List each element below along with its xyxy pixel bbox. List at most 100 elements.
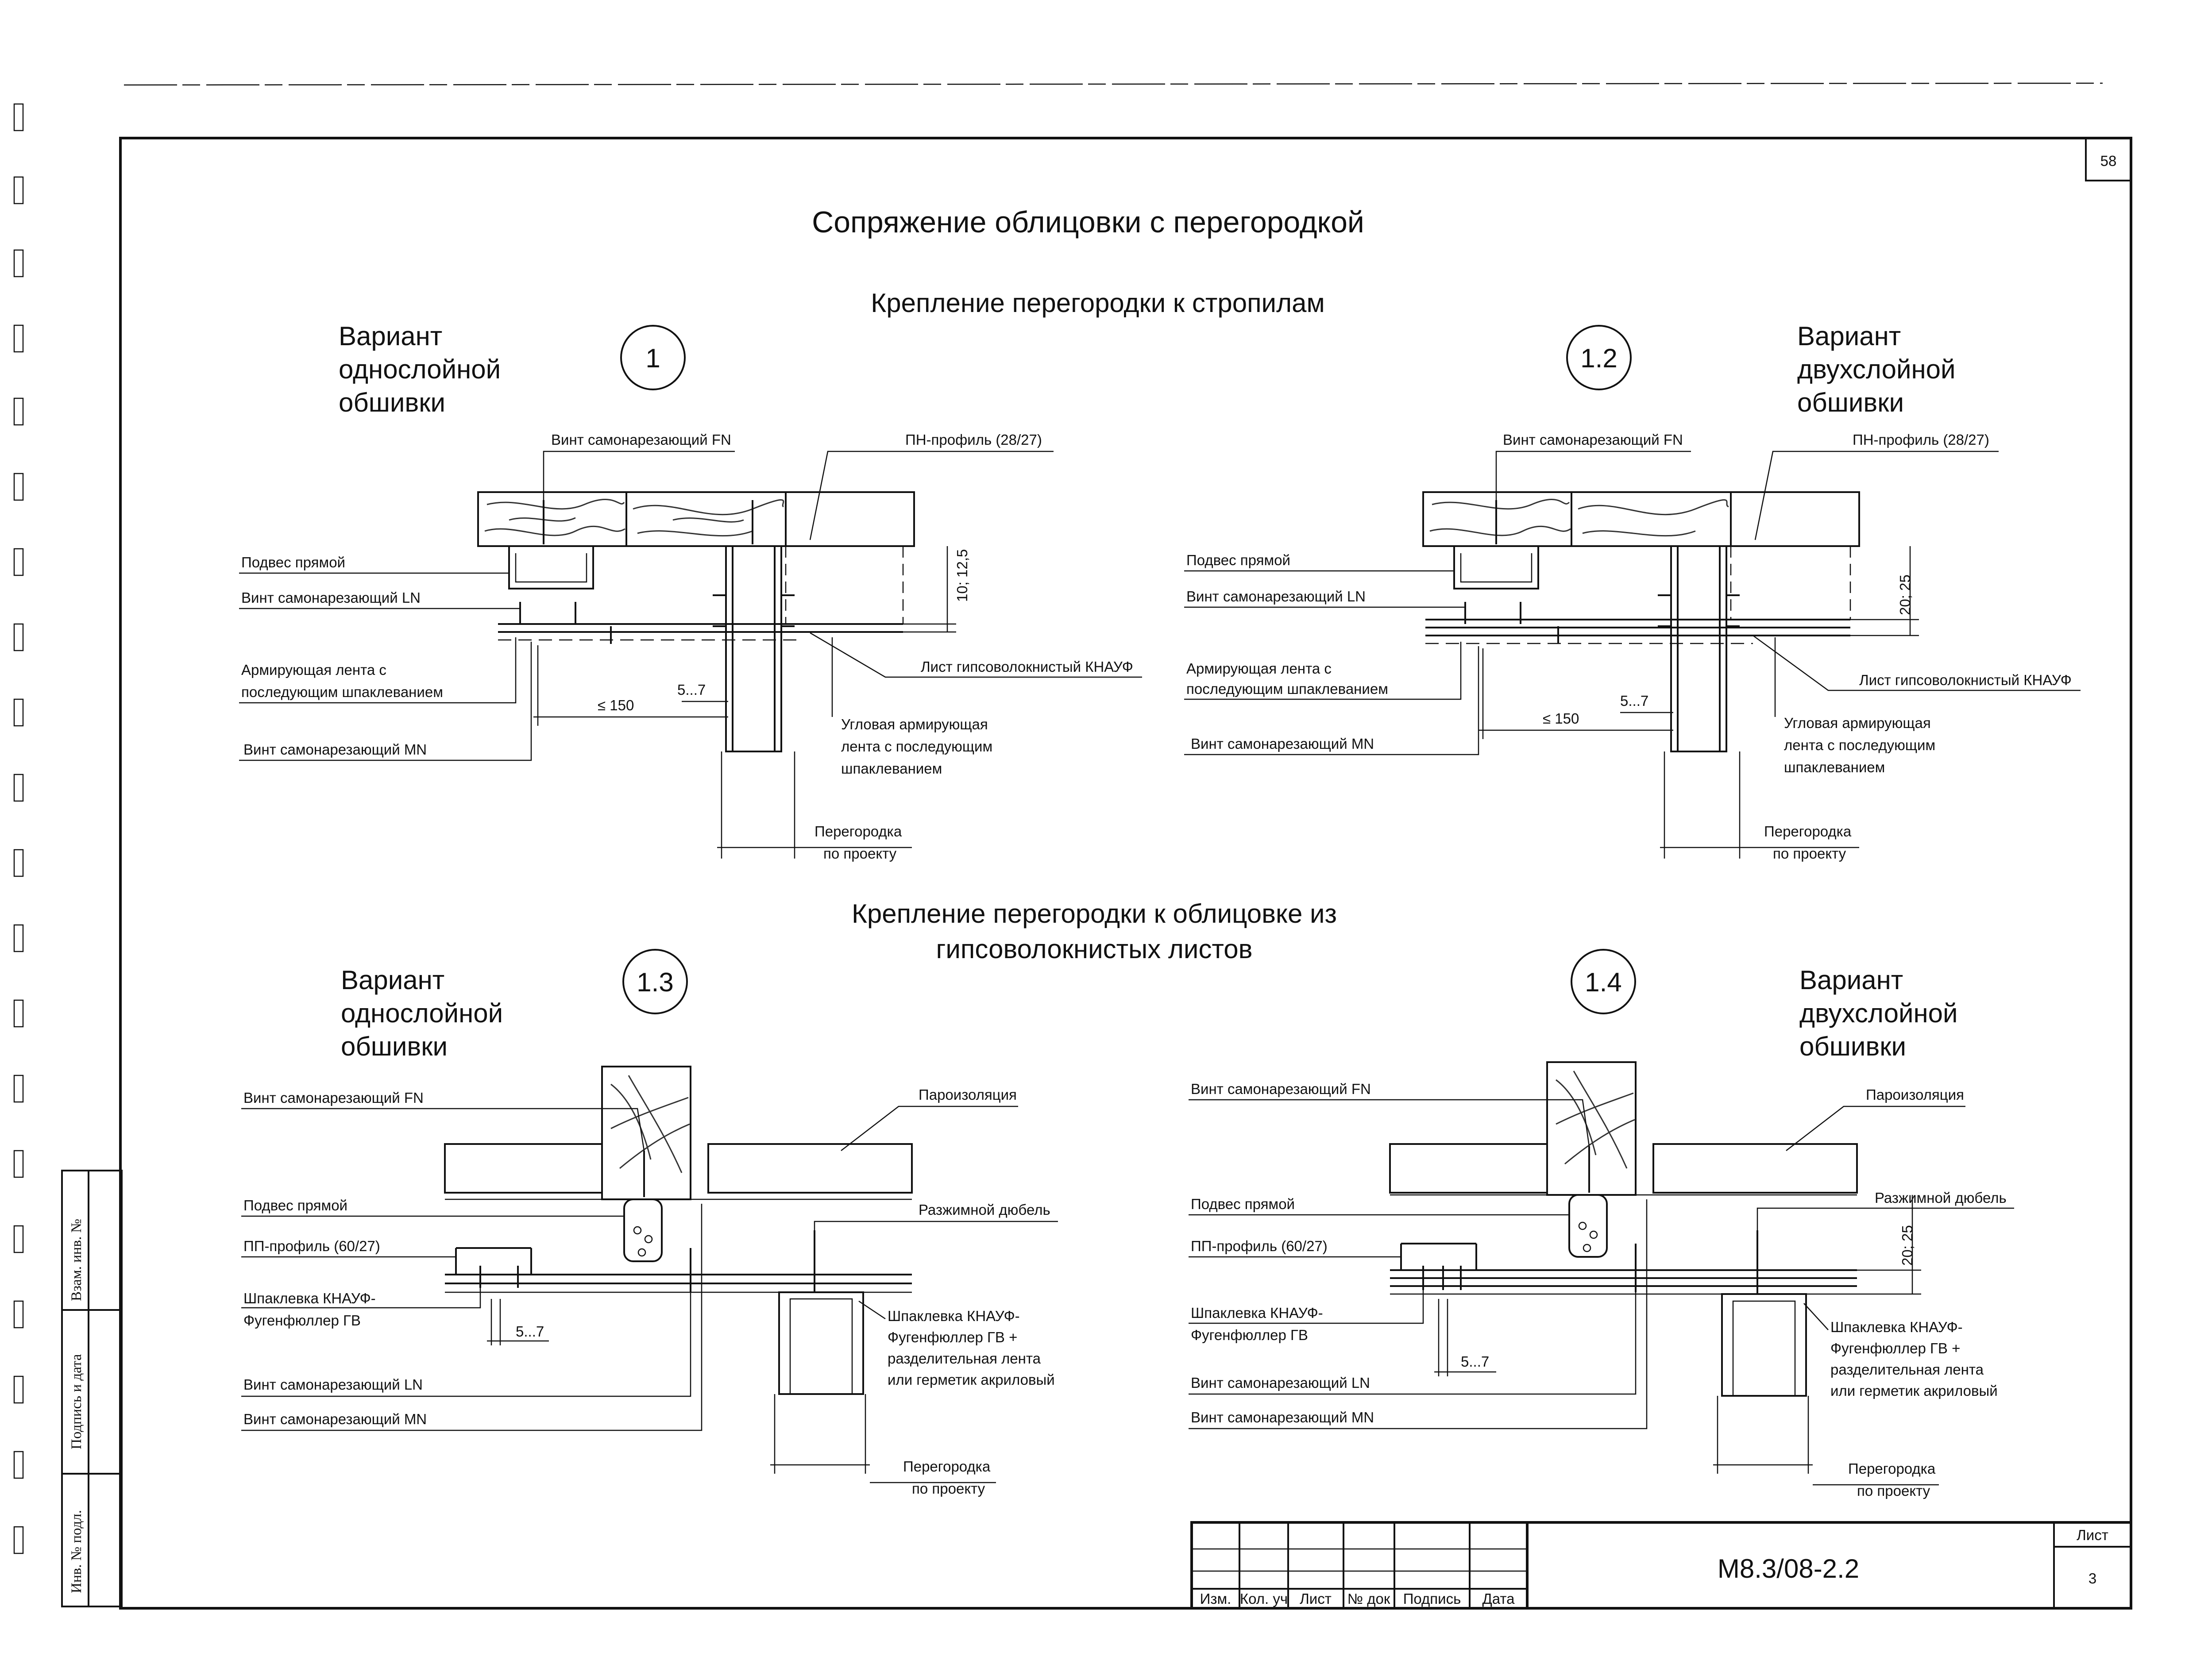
label-tape: последующим шпаклеванием [241, 684, 443, 700]
dimension-label: 5...7 [1461, 1353, 1489, 1370]
label-putty-separator: разделительная лента [888, 1350, 1041, 1367]
dimension-label: ≤ 150 [598, 697, 634, 713]
label-hanger: Подвес прямой [243, 1197, 347, 1213]
label-screw-mn: Винт самонарезающий MN [1191, 1409, 1374, 1425]
document-designation: М8.3/08-2.2 [1718, 1554, 1859, 1583]
label-vapor: Пароизоляция [1866, 1086, 1964, 1103]
label-pn-profile: ПН-профиль (28/27) [1853, 431, 1989, 448]
title-block-col: Дата [1482, 1591, 1515, 1607]
label-screw-mn: Винт самонарезающий MN [243, 741, 427, 758]
label-screw-mn: Винт самонарезающий MN [243, 1411, 427, 1427]
title-block-col: № док [1347, 1591, 1390, 1607]
dimension-label: 5...7 [677, 682, 706, 698]
sheet-label: Лист [2077, 1527, 2108, 1543]
label-pp-profile: ПП-профиль (60/27) [243, 1238, 380, 1254]
label-screw-fn: Винт самонарезающий FN [1191, 1081, 1371, 1097]
variant-label: двухслойной [1797, 354, 1955, 384]
detail-marker [1566, 325, 1632, 390]
label-vapor: Пароизоляция [919, 1086, 1017, 1103]
label-putty: Шпаклевка КНАУФ- [1191, 1305, 1323, 1321]
label-tape: Армирующая лента с [1186, 660, 1332, 677]
sheet-number: 3 [2088, 1570, 2096, 1587]
label-partition: по проекту [912, 1480, 985, 1497]
detail-1-2: Вариант двухслойной обшивки 1.2 ≤ 150 5.… [1184, 321, 2081, 862]
variant-label: Вариант [1799, 965, 1903, 995]
label-partition: Перегородка [1848, 1460, 1936, 1477]
detail-number: 1.2 [1580, 343, 1617, 373]
label-putty-separator: Шпаклевка КНАУФ- [1830, 1319, 1963, 1335]
label-screw-ln: Винт самонарезающий LN [241, 589, 421, 606]
label-screw-fn: Винт самонарезающий FN [243, 1090, 424, 1106]
label-partition: по проекту [1857, 1483, 1930, 1499]
label-sheet-gvl: Лист гипсоволокнистый КНАУФ [1859, 672, 2072, 688]
label-screw-ln: Винт самонарезающий LN [243, 1376, 423, 1393]
dimension-label: 5...7 [516, 1323, 544, 1340]
dimension-label: 10; 12,5 [954, 549, 970, 602]
binding-marks [13, 103, 24, 1554]
label-screw-ln: Винт самонарезающий LN [1191, 1375, 1370, 1391]
label-putty-separator: или герметик акриловый [1830, 1383, 1998, 1399]
dimension-label: 20; 25 [1897, 574, 1913, 615]
label-tape: Армирующая лента с [241, 662, 386, 678]
detail-marker [620, 325, 686, 390]
title-block-col: Кол. уч [1240, 1591, 1288, 1607]
variant-label: двухслойной [1799, 998, 1957, 1028]
label-screw-mn: Винт самонарезающий MN [1191, 736, 1374, 752]
label-putty: Шпаклевка КНАУФ- [243, 1290, 376, 1306]
label-corner-tape: Угловая армирующая [841, 716, 988, 732]
variant-label: обшивки [1799, 1032, 1906, 1061]
label-corner-tape: лента с последующим [1784, 737, 1935, 753]
sheet-title: Сопряжение облицовки с перегородкой [812, 205, 1364, 239]
page-number: 58 [2100, 153, 2117, 169]
label-tape: последующим шпаклеванием [1186, 681, 1388, 697]
title-block-col: Подпись [1403, 1591, 1461, 1607]
variant-label: Вариант [1797, 321, 1901, 351]
label-partition: Перегородка [1764, 823, 1852, 840]
side-stamp: Взам. инв. № Подпись и дата Инв. № подл. [61, 1170, 123, 1607]
label-partition: по проекту [1773, 845, 1846, 862]
label-putty-separator: разделительная лента [1830, 1361, 1984, 1378]
label-hanger: Подвес прямой [1186, 552, 1290, 568]
stamp-field: Взам. инв. № [69, 1219, 85, 1301]
label-pn-profile: ПН-профиль (28/27) [905, 431, 1042, 448]
scan-edge-line [124, 82, 2103, 86]
label-screw-ln: Винт самонарезающий LN [1186, 588, 1366, 605]
label-dowel: Разжимной дюбель [1875, 1190, 2007, 1206]
label-hanger: Подвес прямой [241, 554, 345, 570]
dimension-label: 20; 25 [1899, 1225, 1915, 1266]
detail-number: 1.4 [1585, 967, 1621, 997]
variant-label: однослойной [341, 998, 503, 1028]
drawing-frame [119, 137, 2132, 1610]
detail-1-4: Вариант двухслойной обшивки 1.4 20; 25 [1189, 949, 2014, 1499]
label-dowel: Разжимной дюбель [919, 1202, 1050, 1218]
title-block: Изм. Кол. уч Лист № док Подпись Дата М8.… [1190, 1521, 2132, 1610]
detail-1: Вариант однослойной обшивки 1 ≤ 150 [239, 321, 1142, 862]
detail-number: 1 [645, 343, 660, 373]
variant-label: Вариант [341, 965, 444, 995]
label-partition: Перегородка [815, 823, 902, 840]
label-putty-separator: или герметик акриловый [888, 1371, 1055, 1388]
label-corner-tape: Угловая армирующая [1784, 715, 1931, 731]
section-title-rafters: Крепление перегородки к стропилам [871, 288, 1324, 318]
label-putty: Фугенфюллер ГВ [243, 1312, 361, 1329]
label-partition: Перегородка [903, 1458, 991, 1475]
variant-label: обшивки [1797, 388, 1904, 417]
label-hanger: Подвес прямой [1191, 1196, 1295, 1212]
variant-label: обшивки [341, 1032, 448, 1061]
detail-1-3: Вариант однослойной обшивки 1.3 [241, 949, 1058, 1497]
detail-marker [1571, 949, 1636, 1014]
dimension-label: 5...7 [1620, 693, 1648, 709]
title-block-col: Изм. [1200, 1591, 1231, 1607]
label-corner-tape: шпаклеванием [1784, 759, 1885, 775]
label-screw-fn: Винт самонарезающий FN [1503, 431, 1683, 448]
page-number-box [2085, 137, 2132, 181]
variant-label: обшивки [339, 388, 445, 417]
label-screw-fn: Винт самонарезающий FN [551, 431, 731, 448]
label-sheet-gvl: Лист гипсоволокнистый КНАУФ [921, 659, 1133, 675]
dimension-label: ≤ 150 [1543, 710, 1579, 727]
label-pp-profile: ПП-профиль (60/27) [1191, 1238, 1328, 1254]
section-title-gvl-line1: Крепление перегородки к облицовке из [852, 899, 1337, 928]
stamp-field: Инв. № подл. [69, 1510, 85, 1593]
detail-marker [622, 949, 688, 1014]
